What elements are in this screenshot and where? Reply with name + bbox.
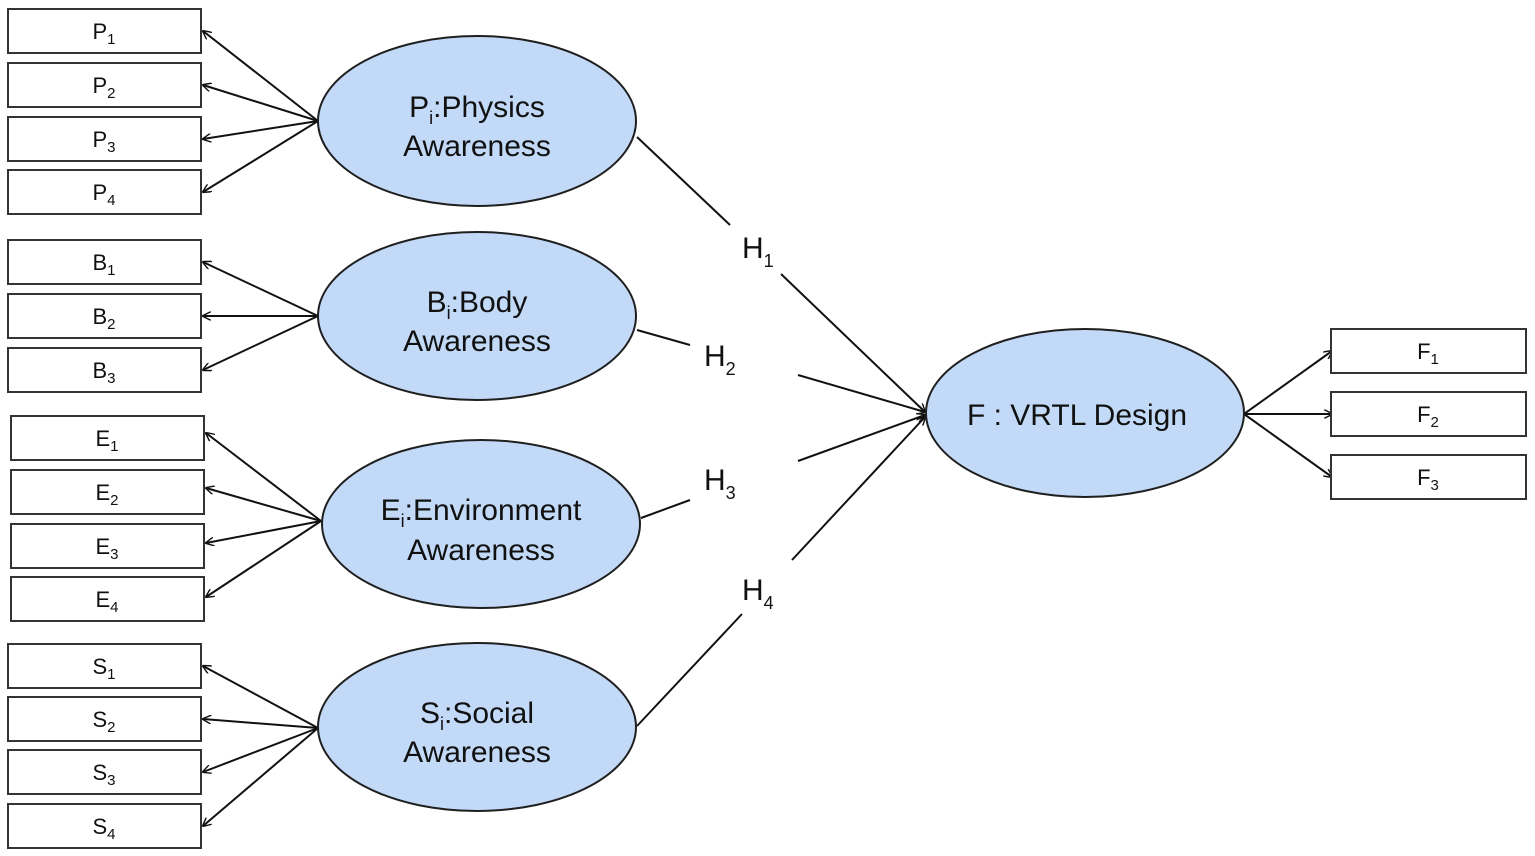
arrow-e4 — [206, 520, 322, 597]
indicator-s1: S1 — [7, 643, 202, 689]
svg-text:B2: B2 — [92, 304, 115, 333]
indicator-b1: B1 — [7, 239, 202, 285]
indicator-p3: P3 — [7, 116, 202, 162]
path-h1-a — [636, 136, 731, 226]
indicator-f3: F3 — [1330, 454, 1527, 500]
indicator-f1: F1 — [1330, 328, 1527, 374]
environment-indicator-arrows — [206, 433, 322, 597]
svg-text:P1: P1 — [92, 19, 115, 48]
path-h2-a — [636, 329, 691, 346]
path-h4-b — [791, 417, 925, 561]
svg-text:E1: E1 — [95, 426, 118, 455]
construct-environment-title: Ei:Environment — [381, 494, 582, 531]
path-h3-b — [797, 415, 925, 462]
indicator-p4: P4 — [7, 169, 202, 215]
arrow-p1 — [203, 31, 319, 122]
indicator-e2: E2 — [10, 469, 205, 515]
svg-text:E3: E3 — [95, 534, 118, 563]
arrow-s4 — [203, 727, 319, 826]
arrow-b1 — [203, 262, 319, 317]
construct-body-title: Bi:Body — [427, 286, 528, 323]
outcome-indicator-arrows — [1243, 351, 1332, 477]
arrow-s3 — [203, 727, 319, 772]
construct-vrtl-design-label: F : VRTL Design — [967, 399, 1187, 432]
arrow-b3 — [203, 315, 319, 370]
hypothesis-label-h4: H4 — [742, 574, 774, 613]
svg-text:F2: F2 — [1417, 402, 1439, 431]
hypothesis-label-h2: H2 — [704, 340, 736, 379]
indicator-f2: F2 — [1330, 391, 1527, 437]
indicator-e3: E3 — [10, 523, 205, 569]
physics-indicator-arrows — [203, 31, 319, 192]
svg-text:E4: E4 — [95, 587, 118, 616]
construct-social-title: Si:Social — [420, 697, 534, 734]
construct-physics-awareness: Pi:Physics Awareness — [317, 35, 637, 207]
indicator-p1: P1 — [7, 8, 202, 54]
indicator-s4: S4 — [7, 803, 202, 849]
arrow-s2 — [203, 719, 319, 729]
arrow-e3 — [206, 520, 322, 543]
hypothesis-label-h3: H3 — [704, 464, 736, 503]
path-h2-b — [797, 374, 925, 412]
construct-physics-title: Pi:Physics — [409, 91, 545, 128]
construct-environment-awareness: Ei:Environment Awareness — [321, 439, 641, 609]
svg-text:P3: P3 — [92, 127, 115, 156]
construct-vrtl-design: F : VRTL Design — [925, 328, 1245, 498]
construct-environment-subtitle: Awareness — [407, 534, 555, 567]
construct-social-subtitle: Awareness — [403, 736, 551, 769]
arrow-f1 — [1243, 351, 1332, 415]
construct-body-subtitle: Awareness — [403, 325, 551, 358]
indicator-e1: E1 — [10, 415, 205, 461]
svg-text:B1: B1 — [92, 250, 115, 279]
svg-text:F1: F1 — [1417, 339, 1439, 368]
social-indicator-arrows — [203, 666, 319, 826]
svg-text:E2: E2 — [95, 480, 118, 509]
indicator-b2: B2 — [7, 293, 202, 339]
hypothesis-label-h1: H1 — [742, 232, 774, 271]
indicator-s3: S3 — [7, 749, 202, 795]
indicator-b3: B3 — [7, 347, 202, 393]
indicator-s2: S2 — [7, 696, 202, 742]
svg-text:S1: S1 — [92, 654, 115, 683]
construct-body-awareness: Bi:Body Awareness — [317, 231, 637, 401]
svg-text:P2: P2 — [92, 73, 115, 102]
indicator-e4: E4 — [10, 576, 205, 622]
arrow-s1 — [203, 666, 319, 729]
arrow-f3 — [1243, 413, 1332, 477]
arrow-p2 — [203, 85, 319, 122]
arrow-p3 — [203, 120, 319, 139]
svg-text:P4: P4 — [92, 180, 115, 209]
svg-text:S3: S3 — [92, 760, 115, 789]
construct-social-awareness: Si:Social Awareness — [317, 642, 637, 812]
path-h4-a — [636, 613, 743, 727]
svg-text:S2: S2 — [92, 707, 115, 736]
hypothesis-paths — [636, 136, 925, 727]
path-h1-b — [780, 273, 925, 412]
body-indicator-arrows — [203, 262, 319, 370]
arrow-e2 — [206, 488, 322, 522]
svg-text:B3: B3 — [92, 358, 115, 387]
construct-physics-subtitle: Awareness — [403, 130, 551, 163]
indicator-p2: P2 — [7, 62, 202, 108]
path-h3-a — [640, 499, 691, 519]
svg-text:F3: F3 — [1417, 465, 1439, 494]
svg-text:S4: S4 — [92, 814, 115, 843]
arrow-p4 — [203, 120, 319, 192]
arrow-e1 — [206, 433, 322, 522]
